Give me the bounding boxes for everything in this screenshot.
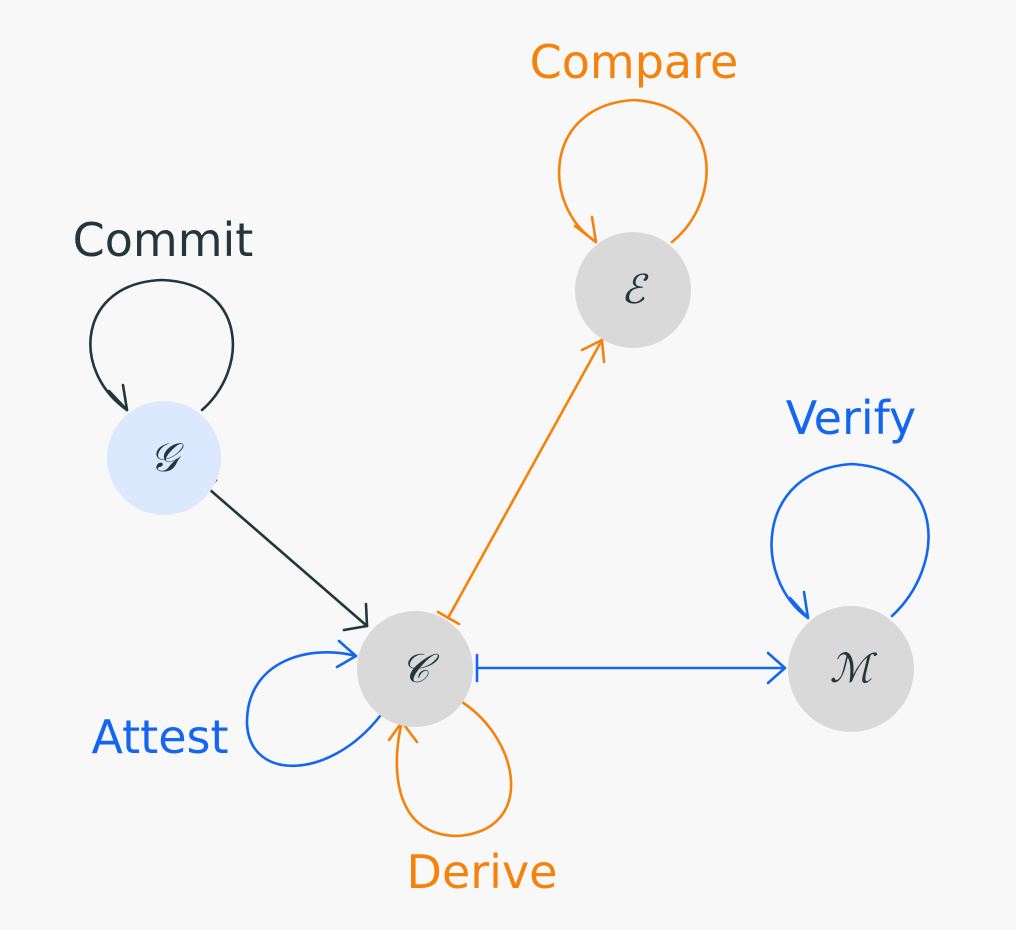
loop-derive-label: Derive (407, 845, 558, 899)
node-m[interactable]: ℳ (788, 606, 914, 732)
loop-commit-label: Commit (73, 213, 254, 267)
node-c[interactable]: 𝒞 (357, 611, 473, 727)
node-c-circle (357, 611, 473, 727)
node-m-circle (788, 606, 914, 732)
node-e-circle (575, 232, 691, 348)
node-e-symbol: ℰ (621, 267, 649, 313)
loop-verify-edge (770, 462, 930, 620)
loop-commit-edge (89, 278, 235, 412)
loop-attest-label: Attest (91, 710, 228, 764)
loop-verify-label: Verify (786, 391, 917, 445)
node-g[interactable]: 𝒢 (107, 401, 221, 515)
node-g-circle (107, 401, 221, 515)
loop-compare-label: Compare (530, 35, 739, 89)
edge-c-to-e (436, 338, 606, 626)
loop-attest-edge (245, 639, 382, 768)
edge-g-to-c (198, 478, 369, 632)
loop-compare-edge (557, 98, 708, 244)
node-e[interactable]: ℰ (575, 232, 691, 348)
node-m-symbol: ℳ (830, 646, 878, 692)
edge-c-to-m (475, 651, 787, 685)
